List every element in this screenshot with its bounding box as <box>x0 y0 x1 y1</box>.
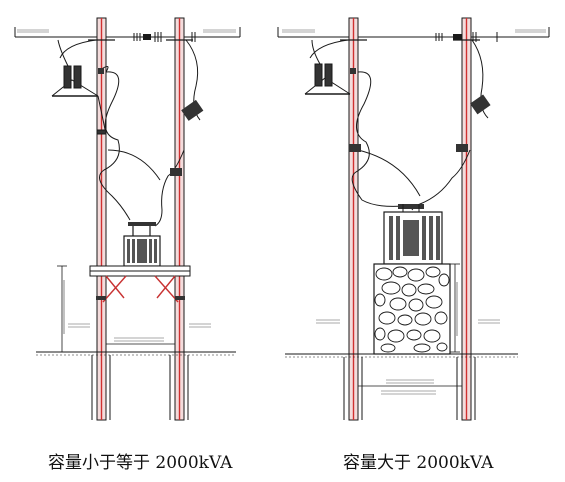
left-installation-diagram <box>14 17 241 421</box>
left-ground-line <box>36 351 236 356</box>
left-foundation <box>91 355 189 420</box>
right-installation-diagram <box>277 17 550 421</box>
left-transformer <box>123 222 161 267</box>
right-ground-labels <box>316 319 500 395</box>
left-jumper-leads <box>99 39 201 227</box>
right-masonry-foundation <box>373 263 451 355</box>
right-transformer <box>383 204 443 265</box>
left-steel-platform <box>89 265 191 303</box>
right-jumper-leads <box>351 39 489 211</box>
right-foundation <box>343 357 476 420</box>
left-drop-out-fuse <box>51 39 107 135</box>
right-overhead-conductor <box>277 27 550 42</box>
caption-left: 容量小于等于 2000kVA <box>48 453 233 473</box>
right-surge-arrester <box>349 68 491 152</box>
right-ground-line <box>285 353 518 358</box>
left-pole-1 <box>96 17 107 421</box>
left-height-dimension <box>57 265 67 353</box>
left-ground-labels <box>68 323 211 342</box>
left-overhead-conductor <box>14 27 241 42</box>
right-pole-2 <box>461 17 472 421</box>
right-height-dimension <box>450 263 460 353</box>
right-pole-1 <box>348 17 359 421</box>
caption-right: 容量大于 2000kVA <box>343 453 494 473</box>
right-drop-out-fuse <box>304 39 351 95</box>
left-surge-arrester <box>98 68 204 176</box>
left-pole-2 <box>174 17 185 421</box>
